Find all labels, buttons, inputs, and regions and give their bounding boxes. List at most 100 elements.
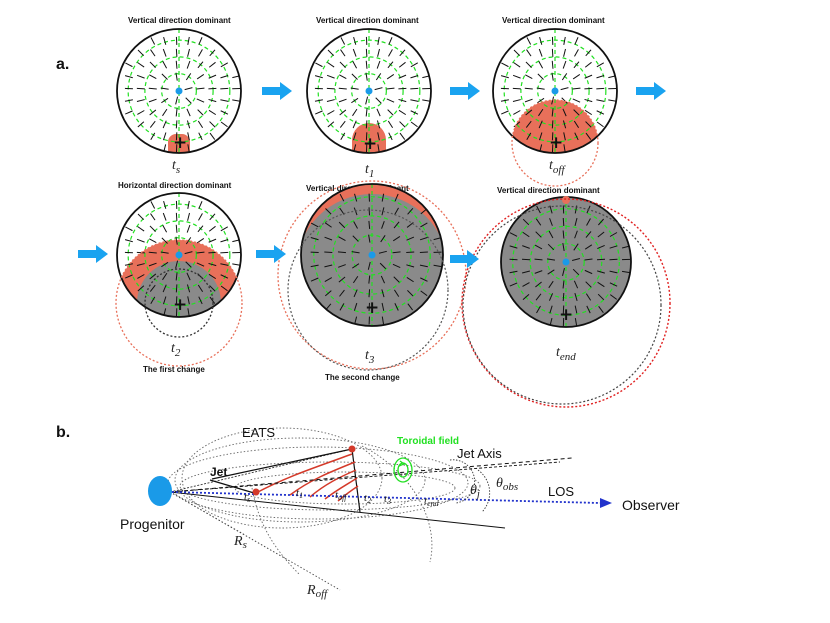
polarization-tick (137, 110, 145, 115)
polarization-tick (198, 213, 203, 221)
polarization-tick (367, 261, 371, 270)
polarization-tick (393, 221, 400, 229)
time-label: t2 (171, 341, 181, 359)
shock-front-dot (348, 445, 356, 453)
polarization-tick (125, 110, 133, 115)
sequence-arrows (78, 82, 666, 268)
polarization-tick (124, 99, 133, 102)
eats-time-label: t2 (364, 492, 371, 505)
polarization-tick (585, 49, 592, 57)
polarization-tick (386, 87, 395, 90)
polarization-tick (327, 62, 335, 68)
polarization-tick (551, 60, 554, 69)
polarization-tick (573, 61, 580, 69)
polarization-tick (185, 237, 192, 245)
polarization-tick (377, 132, 380, 141)
polarization-tick (596, 75, 605, 79)
panel-title: Vertical direction dominant (497, 186, 600, 195)
polarization-tick (314, 99, 323, 102)
polarization-tick (522, 218, 530, 226)
polarization-tick (574, 217, 578, 227)
jet-sphere-tend: + (461, 196, 671, 408)
los-cross-icon: + (549, 133, 563, 153)
panel-title: Vertical direction dominant (502, 16, 605, 25)
rs-label: Rs (233, 534, 247, 551)
polarization-tick (388, 37, 393, 45)
polarization-tick (338, 221, 346, 229)
polarization-tick (562, 120, 567, 129)
polarization-tick (500, 99, 509, 102)
jet-sphere-t1: + (306, 28, 432, 154)
theta-obs-label: θobs (496, 476, 518, 493)
polarization-tick (324, 290, 332, 297)
polarization-tick (209, 49, 216, 57)
polarization-tick (338, 236, 346, 241)
eats-label: EATS (242, 425, 275, 440)
panel-a-label: a. (56, 56, 69, 73)
polarization-tick (376, 120, 381, 129)
polarization-tick (420, 222, 428, 228)
polarization-tick (209, 121, 216, 128)
los-label: LOS (548, 484, 574, 499)
panel-title: Vertical direction dominant (128, 16, 231, 25)
polarization-tick (509, 245, 518, 249)
field-ring (144, 220, 214, 290)
polarization-tick (339, 303, 345, 311)
polarization-tick (136, 263, 145, 266)
polarization-tick (509, 232, 518, 237)
field-ring (520, 56, 590, 126)
polarization-tick (175, 272, 178, 281)
polarization-tick (521, 270, 531, 274)
polarization-tick (125, 226, 133, 232)
polarization-tick (398, 98, 407, 103)
polarization-tick (548, 293, 554, 301)
polarization-tick (326, 99, 335, 102)
polarization-tick (352, 61, 358, 69)
polarization-tick (175, 224, 178, 233)
polarization-tick (598, 305, 604, 314)
polarization-tick (162, 48, 167, 57)
polarization-tick (410, 110, 419, 115)
polarization-tick (149, 109, 157, 116)
time-label: ts (172, 158, 180, 176)
polarization-tick (162, 61, 168, 69)
panel-title: Vertical direction dominant (316, 16, 419, 25)
polarization-tick (563, 132, 566, 141)
polarization-tick (315, 110, 323, 115)
polarization-tick (136, 99, 145, 102)
polarization-tick (513, 62, 521, 68)
polarization-tick (621, 270, 631, 274)
polarization-tick (522, 245, 530, 249)
polarization-tick (526, 37, 532, 45)
polarization-tick (186, 284, 191, 293)
polarization-tick (339, 74, 347, 80)
polarization-tick (572, 87, 581, 90)
polarization-tick (209, 213, 216, 221)
field-ring (547, 243, 585, 281)
polarization-tick (393, 276, 400, 283)
polarization-tick (220, 99, 229, 102)
polarization-tick (381, 289, 385, 298)
polarization-tick (353, 302, 358, 311)
polarization-tick (137, 49, 145, 57)
polarization-tick (379, 262, 387, 270)
polarization-tick (148, 262, 157, 267)
angle-arcs (449, 459, 491, 513)
polarization-tick (386, 74, 395, 80)
eats-circle (461, 198, 671, 408)
polarization-tick (208, 61, 216, 68)
polarization-tick (353, 289, 358, 298)
polarization-tick (196, 251, 205, 254)
arrow-icon (256, 245, 286, 263)
polarization-tick (136, 238, 145, 243)
polarization-tick (197, 61, 204, 69)
polarization-tick (584, 74, 593, 79)
polarization-tick (394, 207, 399, 216)
polarization-tick (500, 75, 509, 79)
polarization-tick (419, 236, 428, 241)
polarization-tick (513, 121, 521, 128)
polarization-tick (387, 120, 394, 129)
polarization-tick (327, 49, 335, 57)
polarization-tick (351, 97, 359, 104)
polarization-tick (551, 108, 554, 117)
